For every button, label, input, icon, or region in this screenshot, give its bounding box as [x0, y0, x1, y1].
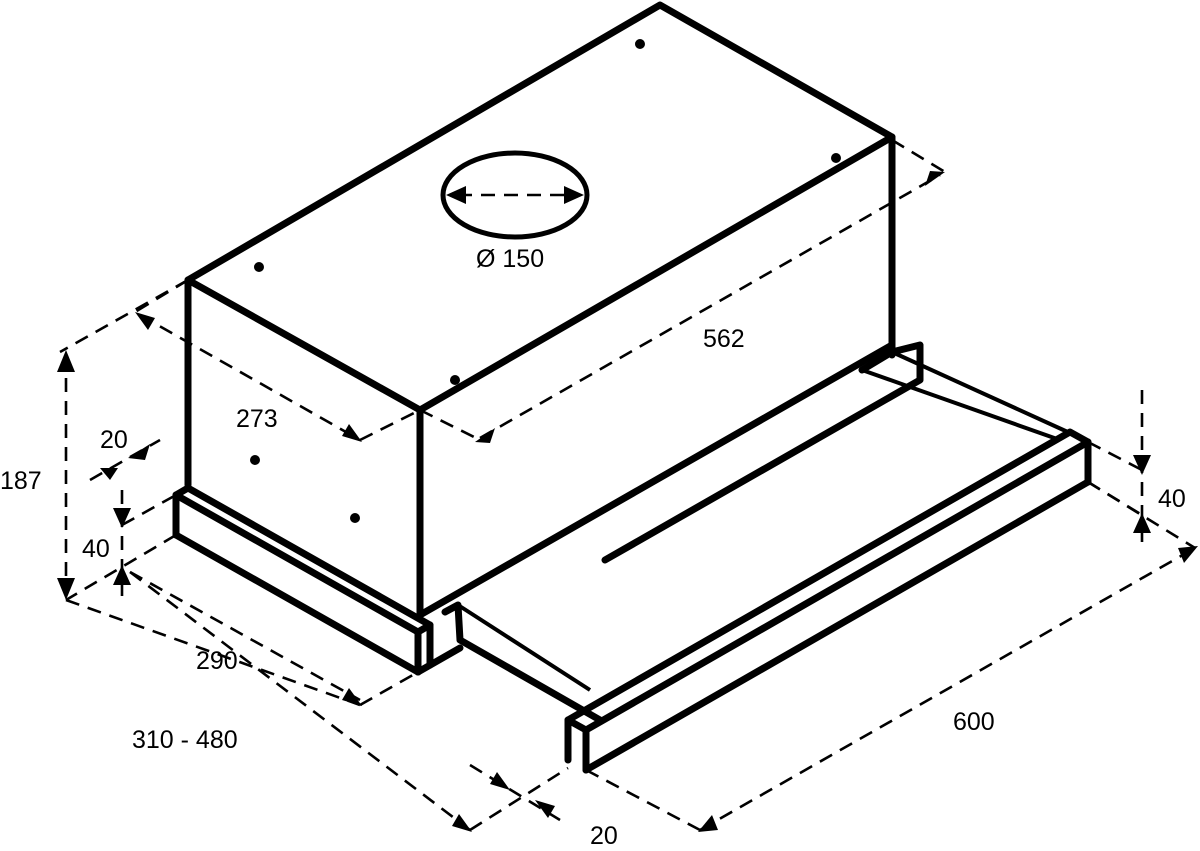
hood-body — [184, 1, 896, 619]
label-frame-height-left: 40 — [82, 535, 110, 563]
label-extended-depth: 310 - 480 — [132, 726, 238, 754]
label-body-depth: 273 — [236, 405, 278, 433]
label-base-depth: 290 — [196, 647, 238, 675]
telescopic-drawer — [441, 341, 1092, 774]
label-front-panel-height: 40 — [1158, 485, 1186, 513]
label-body-length: 562 — [703, 325, 745, 353]
left-base-frame — [172, 484, 464, 676]
screw-holes — [250, 39, 841, 523]
label-duct-diameter: Ø 150 — [476, 245, 545, 273]
label-front-offset: 20 — [590, 822, 618, 850]
dimension-lines — [57, 138, 1198, 832]
label-total-height: 187 — [0, 467, 42, 495]
label-total-width: 600 — [953, 708, 995, 736]
label-frame-offset: 20 — [100, 426, 128, 454]
duct-opening — [440, 150, 590, 240]
